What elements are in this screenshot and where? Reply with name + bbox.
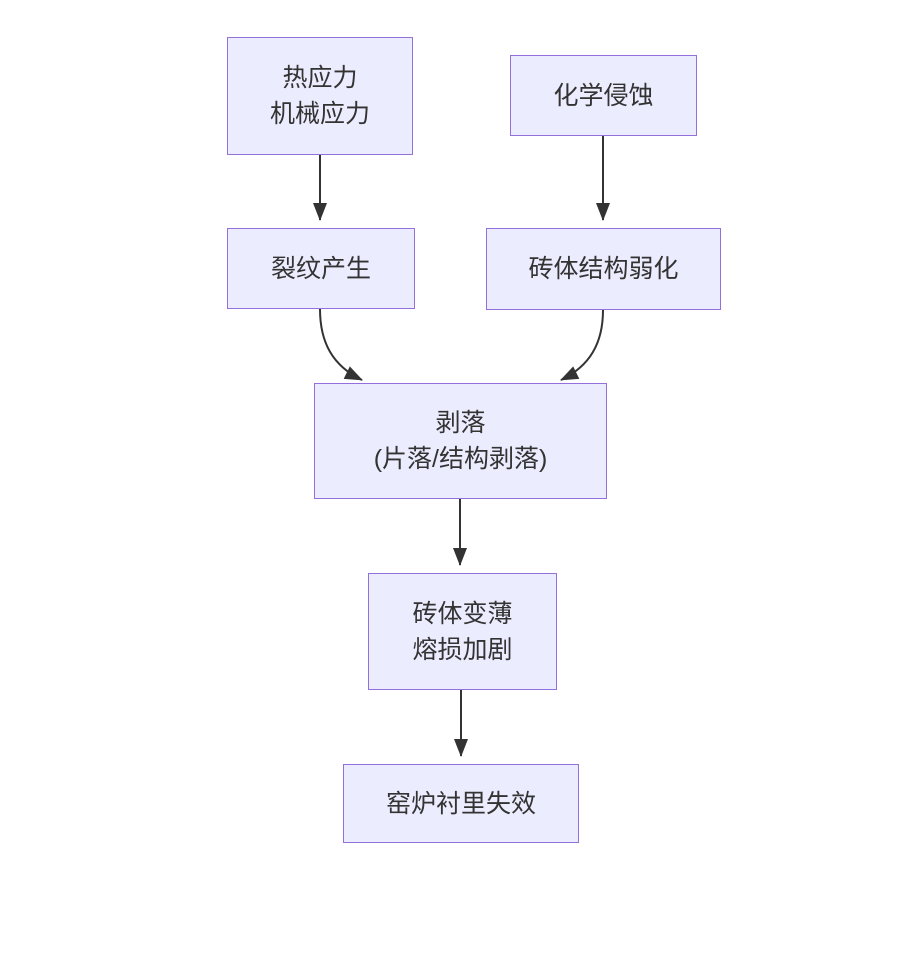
node-label-line: 化学侵蚀: [553, 81, 654, 110]
node-label-line: 砖体结构弱化: [528, 255, 679, 283]
node-kiln-lining-failure: 窑炉衬里失效: [343, 764, 579, 843]
node-brick-structure-weakening: 砖体结构弱化: [486, 228, 721, 310]
edge-weaken-to-spalling: [560, 309, 604, 381]
edge-crack-to-spalling: [319, 308, 363, 381]
node-label-line: 砖体变薄: [412, 599, 513, 628]
node-thermal-mechanical-stress: 热应力 机械应力: [227, 37, 413, 155]
node-label-line: (片落/结构剥落): [373, 445, 548, 473]
node-label-line: 机械应力: [269, 100, 370, 128]
node-chemical-attack: 化学侵蚀: [510, 55, 697, 136]
node-brick-thinning-melting: 砖体变薄 熔损加剧: [368, 573, 557, 690]
node-label-line: 熔损加剧: [412, 635, 513, 664]
node-crack-formation: 裂纹产生: [227, 228, 415, 309]
node-label-line: 剥落: [435, 409, 486, 437]
node-spalling: 剥落 (片落/结构剥落): [314, 383, 607, 499]
node-label-line: 窑炉衬里失效: [385, 789, 536, 818]
node-label-line: 裂纹产生: [270, 254, 371, 283]
node-label-line: 热应力: [282, 64, 358, 92]
